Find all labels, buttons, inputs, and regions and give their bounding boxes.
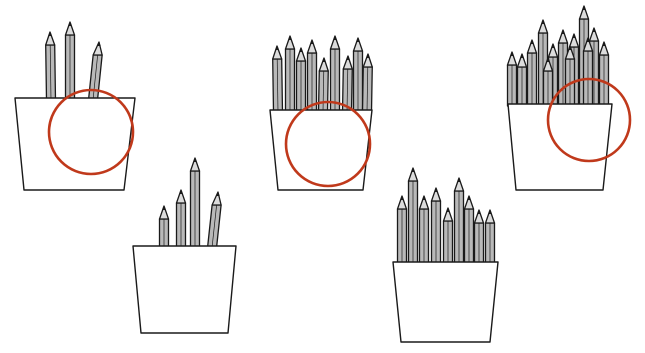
pencil-icon — [455, 178, 464, 264]
pencil-icon — [363, 54, 373, 112]
cup-9-pencils-circled — [270, 36, 372, 190]
pencil-icon — [354, 38, 363, 112]
pencil-icon — [475, 210, 484, 264]
pencil-icon — [409, 168, 418, 264]
pencil-icon — [160, 206, 169, 248]
cup-icon — [133, 246, 236, 333]
pencil-icon — [444, 208, 453, 264]
cup-3-pencils-circled — [15, 22, 135, 190]
cup-icon — [393, 262, 498, 342]
pencil-icon — [177, 190, 186, 248]
pencil-icon — [343, 56, 353, 112]
pencil-icon — [508, 52, 517, 106]
pencil-icon — [420, 196, 429, 264]
pencil-icon — [331, 36, 340, 112]
pencil-icon — [486, 210, 495, 264]
pencil-icon — [308, 40, 317, 112]
pencil-icon — [566, 46, 575, 106]
cup-13-pencils-circled — [508, 6, 631, 190]
pencil-icon — [66, 22, 75, 100]
pencil-icon — [286, 36, 295, 112]
pencil-icon — [584, 38, 593, 106]
pencil-icon — [518, 54, 527, 106]
pencil-icon — [432, 188, 441, 264]
cup-icon — [15, 98, 135, 190]
pencil-icon — [398, 196, 407, 264]
cup-icon — [508, 104, 612, 190]
pencil-icon — [208, 192, 222, 248]
pencil-icon — [273, 46, 283, 112]
pencil-icon — [544, 58, 553, 106]
pencil-icon — [191, 158, 200, 248]
cup-9-pencils — [393, 168, 498, 342]
cup-4-pencils — [133, 158, 236, 333]
pencil-icon — [528, 40, 537, 106]
pencil-icon — [297, 48, 306, 112]
pencil-icon — [600, 42, 609, 106]
pencil-icon — [46, 32, 56, 100]
pencil-icon — [465, 196, 474, 264]
